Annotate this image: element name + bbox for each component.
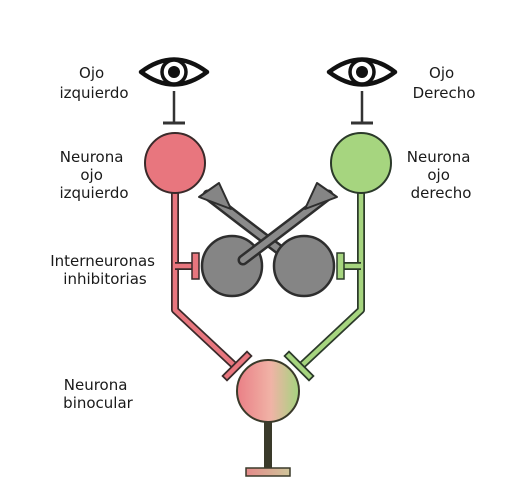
binocular-neuron: [236, 359, 300, 477]
right-eye-neuron: [283, 132, 392, 382]
right-eye-icon: [326, 57, 398, 125]
right-eye-label: Ojo Derecho: [413, 64, 476, 102]
right-neuron-label: Neurona ojo derecho: [407, 148, 475, 202]
left-eye-label: Ojo izquierdo: [59, 64, 128, 102]
left-eye-neuron: [144, 132, 253, 382]
binocular-neuron-label: Neurona binocular: [63, 376, 133, 412]
interneurons-label: Interneuronas inhibitorias: [50, 252, 160, 288]
interneuron-right: [237, 182, 338, 298]
left-neuron-label: Neurona ojo izquierdo: [59, 148, 128, 202]
left-eye-icon: [138, 57, 210, 125]
